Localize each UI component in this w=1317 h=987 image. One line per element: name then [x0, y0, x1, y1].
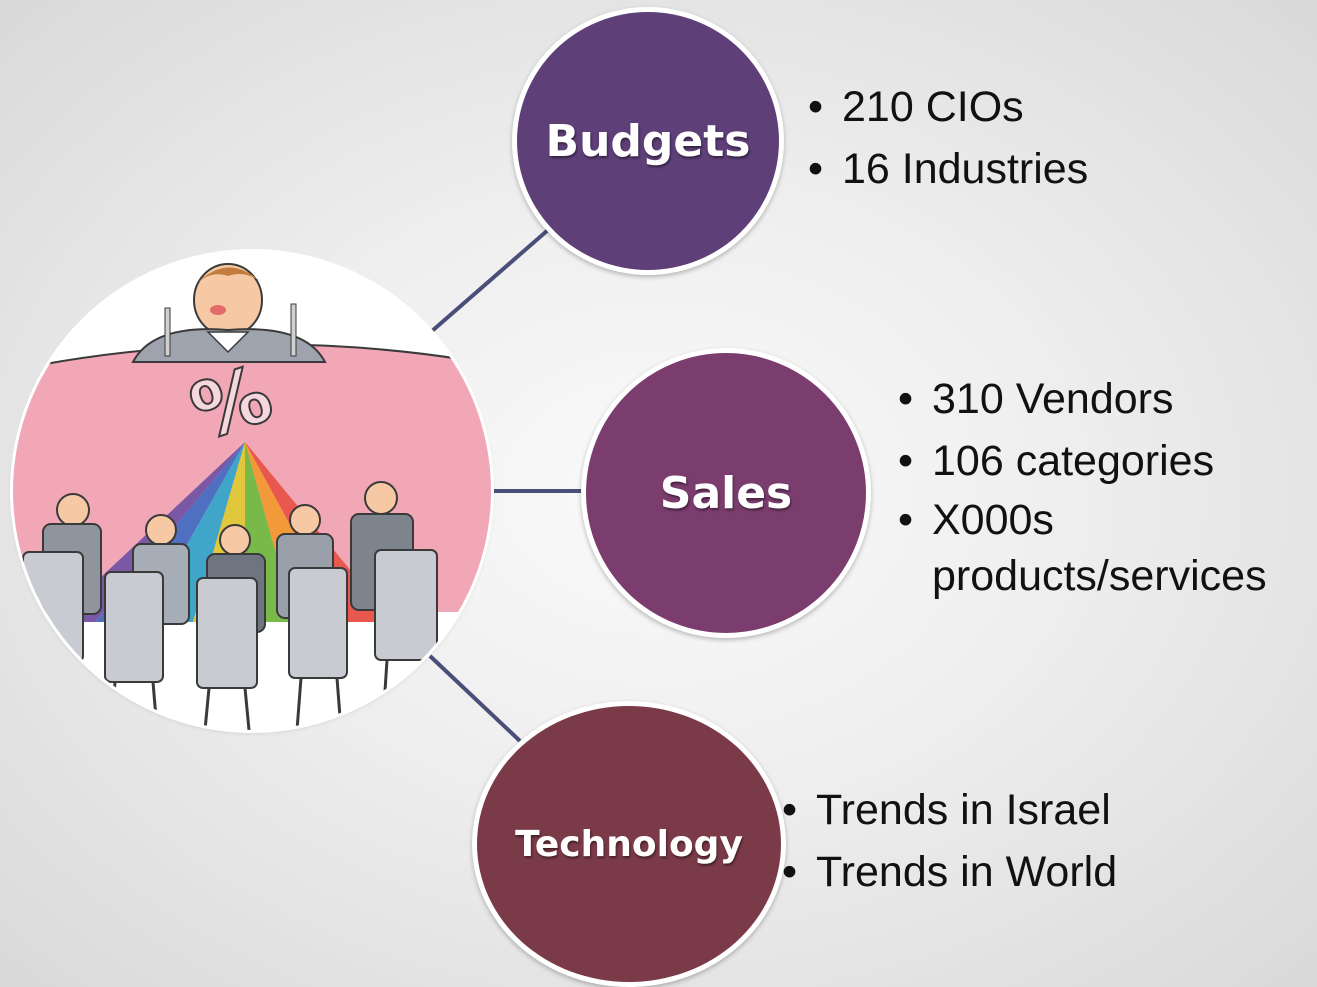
connector-technology: [428, 654, 522, 743]
bullet-dot-icon: •: [898, 375, 914, 423]
technology-label: Technology: [515, 823, 743, 865]
sales-node: Sales: [581, 348, 871, 638]
bullet-dot-icon: •: [782, 786, 798, 834]
bullet-item: • Trends in World: [782, 841, 1117, 903]
bullet-item: • X000s products/services: [898, 492, 1302, 604]
bullet-item: • 16 Industries: [808, 138, 1088, 200]
technology-bullet-list: • Trends in Israel • Trends in World: [782, 779, 1117, 903]
bullet-item: • 310 Vendors: [898, 368, 1302, 430]
bullet-text: Trends in World: [816, 848, 1118, 896]
connector-budgets: [430, 228, 550, 333]
bullet-dot-icon: •: [808, 83, 824, 131]
bullet-dot-icon: •: [808, 145, 824, 193]
bullet-dot-icon: •: [898, 496, 914, 544]
bullet-item: • Trends in Israel: [782, 779, 1117, 841]
bullet-text: 210 CIOs: [842, 83, 1024, 131]
bullet-text: 310 Vendors: [932, 375, 1174, 423]
budgets-node: Budgets: [512, 7, 784, 275]
bullet-item: • 210 CIOs: [808, 76, 1088, 138]
bullet-dot-icon: •: [782, 848, 798, 896]
technology-node: Technology: [472, 701, 786, 987]
bullet-dot-icon: •: [898, 437, 914, 485]
sales-bullet-list: • 310 Vendors • 106 categories • X000s prod…: [898, 368, 1302, 604]
bullet-text: Trends in Israel: [816, 786, 1111, 834]
meeting-table-illustration: %: [13, 252, 491, 730]
sales-label: Sales: [659, 467, 793, 519]
budgets-bullet-list: • 210 CIOs • 16 Industries: [808, 76, 1088, 200]
budgets-label: Budgets: [545, 115, 751, 167]
bullet-text: 106 categories: [932, 437, 1215, 485]
bullet-item: • 106 categories: [898, 430, 1302, 492]
bullet-text: X000s products/services: [932, 496, 1267, 600]
bullet-text: 16 Industries: [842, 145, 1089, 193]
